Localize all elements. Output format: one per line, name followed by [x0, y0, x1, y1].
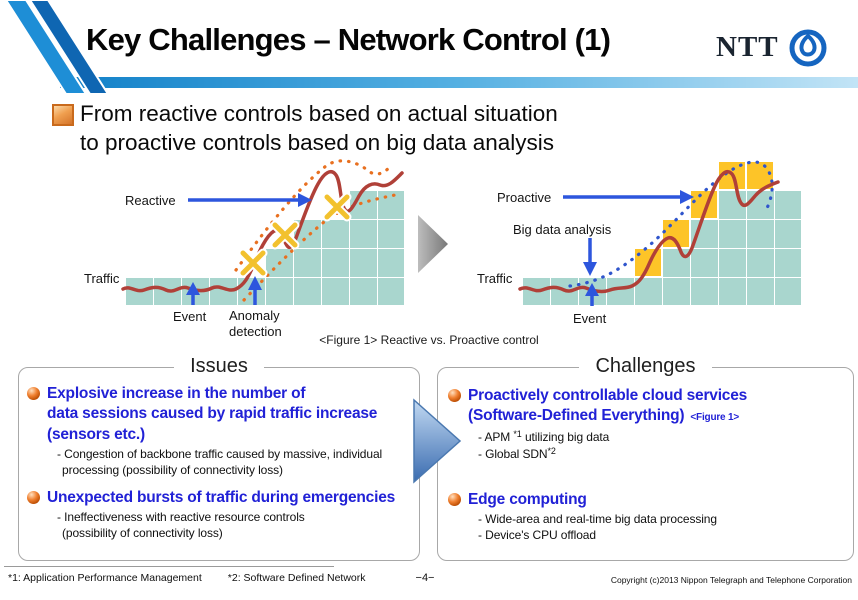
issues-to-challenges-arrow-icon [413, 398, 462, 484]
event-arrow [186, 282, 200, 305]
orange-sphere-bullet-icon [448, 493, 461, 506]
challenge-bullet-2: Edge computing - Wide-area and real-time… [448, 490, 851, 544]
page-number: −4− [415, 572, 435, 584]
lead-statement: From reactive controls based on actual s… [80, 99, 558, 158]
ntt-logo: NTT [716, 24, 831, 70]
copyright-notice: Copyright (c)2013 Nippon Telegraph and T… [610, 575, 852, 585]
footnote-1: *1: Application Performance Management [8, 572, 202, 584]
proactive-diagram [518, 160, 803, 307]
issues-heading: Issues [19, 355, 419, 378]
issue-bullet-1: Explosive increase in the number of data… [27, 384, 417, 479]
issues-panel: Issues Explosive increase in the number … [18, 355, 420, 561]
footnote-separator [4, 566, 334, 567]
reactive-arrow [188, 193, 312, 207]
traffic-label-left: Traffic [84, 271, 120, 286]
reactive-label: Reactive [125, 193, 176, 208]
reactive-diagram [121, 159, 406, 307]
event-label-right: Event [573, 311, 607, 326]
footnotes: *1: Application Performance Management *… [8, 572, 366, 584]
lower-threshold-dots [242, 192, 402, 302]
footnote-2: *2: Software Defined Network [227, 572, 366, 584]
lead-line-2: to proactive controls based on big data … [80, 130, 555, 156]
orange-sphere-bullet-icon [448, 389, 461, 402]
traffic-curve [518, 169, 780, 294]
challenges-heading: Challenges [438, 355, 853, 378]
ntt-logo-mark-icon [789, 29, 827, 67]
traffic-label-right: Traffic [477, 271, 513, 286]
challenges-panel: Challenges Proactively controllable clou… [437, 355, 854, 561]
event-arrow [585, 283, 599, 306]
page-title: Key Challenges – Network Control (1) [86, 22, 611, 57]
title-underline-bar [60, 77, 858, 88]
bullet-square-icon [52, 104, 74, 126]
proactive-arrow [563, 190, 694, 204]
orange-sphere-bullet-icon [27, 491, 40, 504]
lead-line-1: From reactive controls based on actual s… [80, 101, 558, 126]
header-diagonal-stripe [4, 0, 110, 94]
figure-reference-tag: <Figure 1> [690, 412, 739, 424]
orange-sphere-bullet-icon [27, 387, 40, 400]
issue-bullet-2: Unexpected bursts of traffic during emer… [27, 488, 417, 542]
big-data-analysis-label: Big data analysis [513, 222, 612, 237]
figure-caption: <Figure 1> Reactive vs. Proactive contro… [319, 333, 539, 347]
anomaly-x-marks [238, 192, 352, 278]
proactive-label: Proactive [497, 190, 552, 205]
transition-arrow-icon [418, 215, 448, 273]
anomaly-detection-label: Anomaly detection [229, 308, 282, 339]
event-label-left: Event [173, 309, 207, 324]
anomaly-detection-arrow [248, 276, 262, 305]
ntt-logo-text: NTT [716, 30, 779, 63]
challenge-bullet-1: Proactively controllable cloud services … [448, 386, 851, 462]
big-data-analysis-arrow [583, 238, 597, 276]
